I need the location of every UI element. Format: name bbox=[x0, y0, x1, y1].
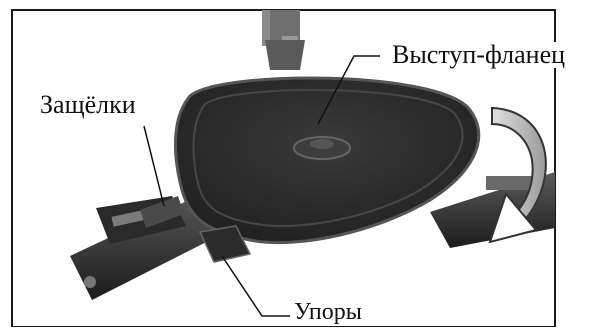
label-latches: Защёлки bbox=[40, 92, 136, 118]
central-flange bbox=[294, 137, 350, 159]
label-stops: Упоры bbox=[290, 300, 366, 324]
label-flange: Выступ-фланец bbox=[390, 42, 567, 68]
